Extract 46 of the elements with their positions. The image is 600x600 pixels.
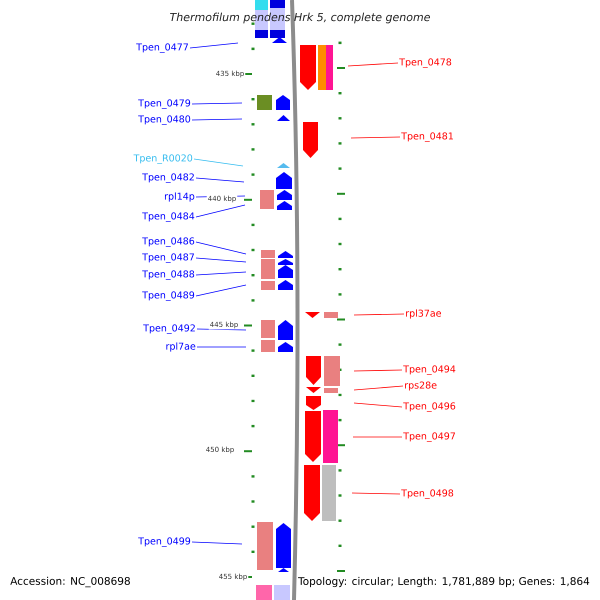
leader-line	[354, 314, 404, 316]
leader-line	[190, 42, 238, 48]
gene-label: Tpen_0481	[401, 132, 453, 142]
gene-label: Tpen_R0020	[134, 154, 192, 164]
gene-label: Tpen_0488	[142, 270, 194, 280]
gene-label: Tpen_0479	[138, 99, 190, 109]
leader-line	[354, 402, 402, 408]
leader-line	[196, 204, 246, 218]
leader-line	[192, 118, 242, 120]
leader-line	[196, 178, 244, 182]
gene-label: rpl37ae	[406, 309, 442, 319]
leader-line	[196, 346, 246, 348]
leader-line	[354, 386, 404, 390]
gene-label: rpl14p	[164, 192, 194, 202]
gene-label: Tpen_0487	[142, 253, 194, 263]
gene-label: Tpen_0499	[138, 537, 190, 547]
leader-line	[196, 272, 246, 276]
gene-label: rps28e	[405, 381, 437, 391]
leader-line	[352, 492, 400, 494]
leader-line	[196, 258, 246, 262]
gene-label: Tpen_0498	[401, 489, 454, 499]
gene-label: Tpen_0496	[403, 402, 456, 412]
leader-line	[348, 62, 398, 66]
gene-label: Tpen_0497	[403, 432, 456, 442]
gene-label: rpl7ae	[166, 342, 196, 352]
footer-text: Accession: NC_008698	[9, 576, 132, 588]
footer-text: Topology: circular; Length: 1,781,889 bp; Genes: 1,864	[297, 576, 591, 588]
gene-label: Tpen_0477	[136, 43, 188, 53]
leader-line	[350, 136, 400, 138]
title: Thermofilum pendens Hrk 5, complete genome	[170, 12, 430, 24]
leader-line	[194, 158, 244, 166]
leader-line	[192, 542, 242, 544]
leader-line	[196, 328, 246, 330]
gene-label: Tpen_0489	[142, 291, 194, 301]
leader-line	[192, 102, 242, 104]
gene-label: Tpen_0492	[143, 324, 195, 334]
gene-label: Tpen_0478	[399, 58, 452, 68]
gene-label: Tpen_0484	[142, 212, 194, 222]
leader-line	[196, 242, 246, 254]
leader-line	[354, 370, 402, 372]
leader-line	[352, 436, 402, 438]
gene-label: Tpen_0494	[403, 365, 456, 375]
gene-label: Tpen_0486	[142, 237, 194, 247]
gene-label: Tpen_0480	[138, 115, 190, 125]
leader-line	[196, 284, 246, 296]
gene-label: Tpen_0482	[142, 173, 194, 183]
